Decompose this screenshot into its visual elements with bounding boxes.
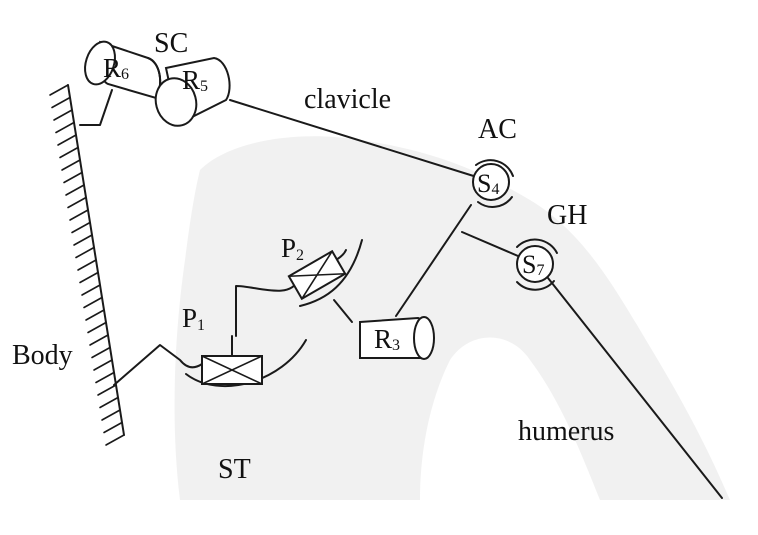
s7-joint-icon [516,238,558,291]
clavicle-label: clavicle [304,84,391,115]
r3-joint-icon [359,316,435,360]
r6-joint-icon [84,40,162,100]
wall-link-sc [79,89,113,126]
ground-hatch-mark [85,309,105,321]
ground-wall [49,84,125,446]
ac-label: AC [478,114,517,145]
ground-hatch-mark [73,234,93,246]
ground-hatch-mark [51,96,71,109]
s7-label: S7 [522,250,544,279]
ground-hatch-mark [89,334,109,346]
ground-hatch-mark [65,184,85,196]
ground-hatch-mark [79,271,99,284]
ground-hatch-mark [103,421,123,434]
ground-hatch-mark [61,159,81,171]
ground-hatch-mark [99,396,119,409]
ground-hatch-mark [67,196,87,209]
sc-label: SC [154,28,188,59]
ground-hatch-mark [49,84,69,96]
ground-hatch-mark [77,259,97,271]
ground-hatch-mark [57,134,77,146]
p2-joint-icon [235,239,363,337]
scapula-to-s7-link [461,231,519,257]
ground-hatch-mark [91,346,111,359]
s4-joint-icon [472,159,514,208]
humerus-link [547,277,723,499]
ground-hatch-mark [83,296,103,309]
ground-hatch-mark [75,246,95,259]
ground-hatch-mark [87,321,107,334]
clavicle-link [229,99,481,179]
s4-label: S4 [477,169,499,198]
ground-hatch-mark [55,121,75,134]
ground-hatch-mark [105,434,125,446]
ground-hatch-mark [101,409,121,421]
ground-hatch-mark [53,109,73,121]
s4-to-r3-link [395,204,472,317]
r6-label: R6 [103,53,129,83]
ground-hatch-mark [59,146,79,159]
ground-hatch-mark [81,284,101,296]
r3-to-p2-link [333,299,353,323]
p1-label: P1 [182,303,205,334]
gh-label: GH [547,200,587,231]
ground-hatch-mark [93,359,113,371]
r5-label: R5 [182,65,208,95]
r5-joint-icon [154,56,231,127]
ground-hatch-mark [95,371,115,384]
body-label: Body [12,340,73,371]
ground-hatch-mark [63,171,83,184]
r3-label: R3 [374,324,400,354]
ground-hatch-mark [71,221,91,234]
p1-joint-icon [113,335,307,388]
bone-silhouette [174,136,731,500]
humerus-label: humerus [518,416,614,447]
st-label: ST [218,454,251,485]
p2-label: P2 [281,233,304,264]
ground-hatch-mark [97,384,117,396]
ground-hatch-mark [69,209,89,221]
